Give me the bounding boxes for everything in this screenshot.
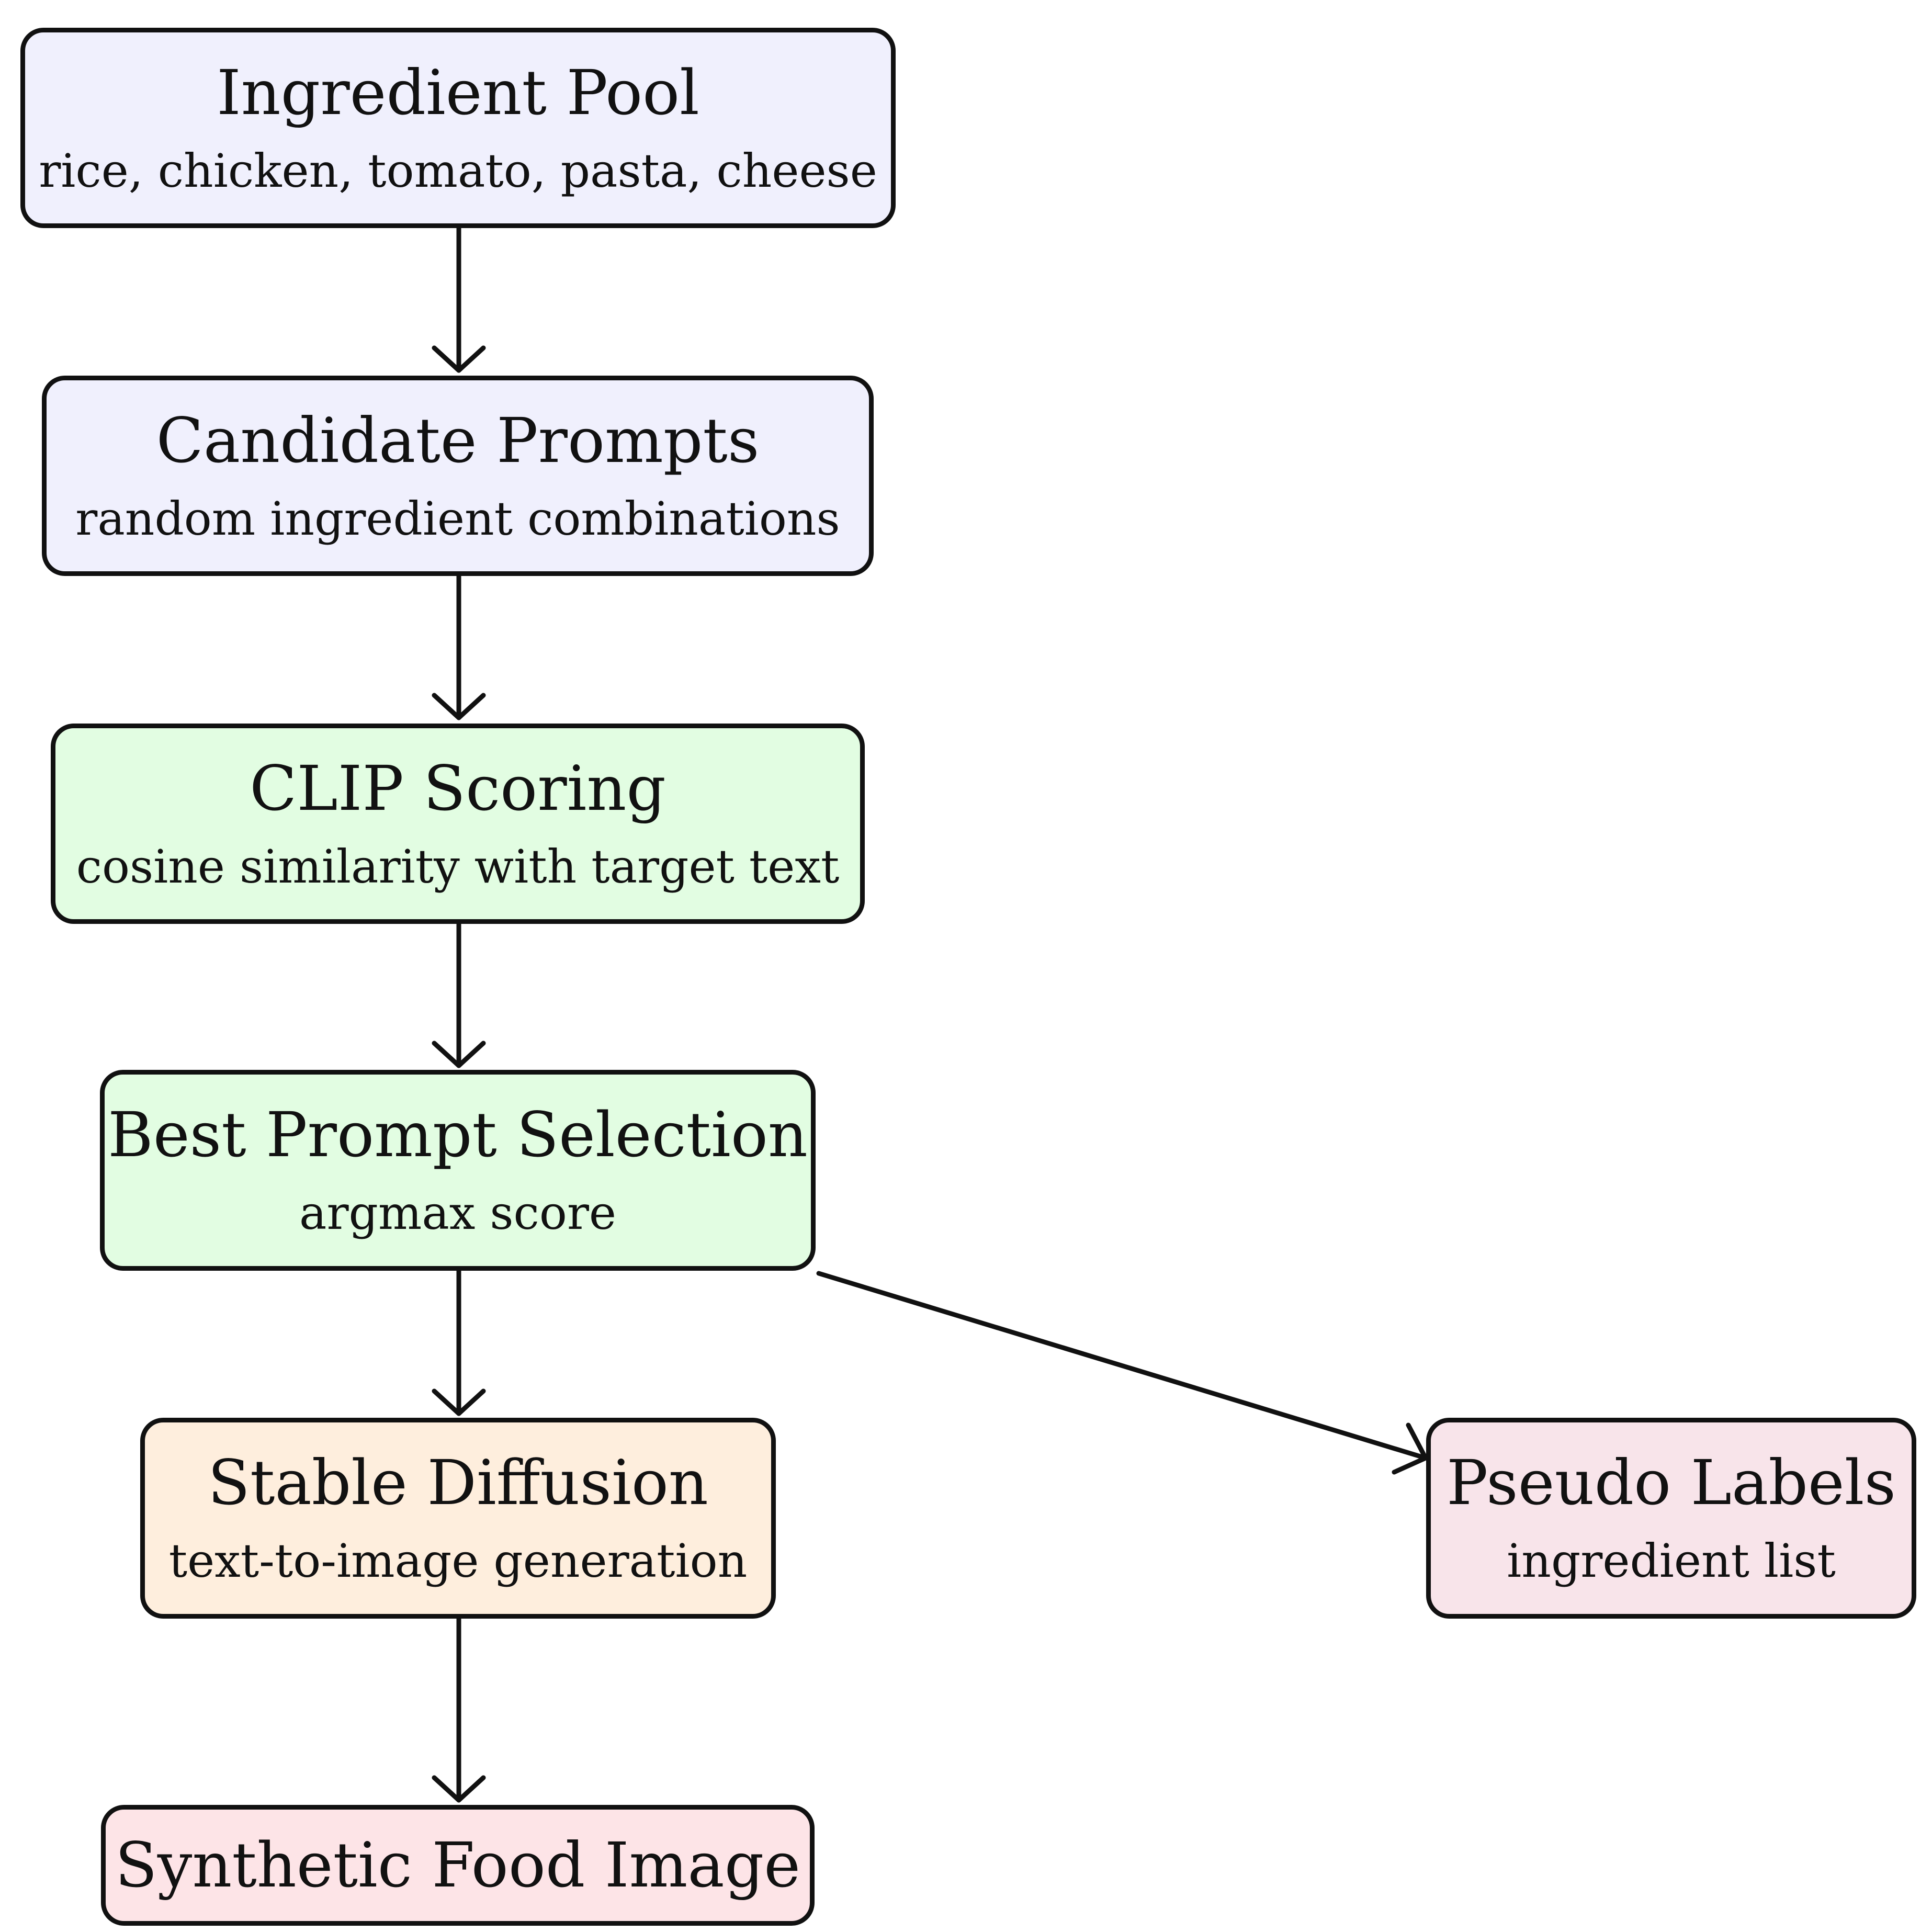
- edge-stable-diffusion-to-synthetic-image: [432, 1615, 486, 1803]
- edge-candidate-prompts-to-clip-scoring: [432, 573, 486, 720]
- node-subtitle: ingredient list: [1507, 1534, 1836, 1588]
- node-clip-scoring: CLIP Scoring cosine similarity with targ…: [51, 724, 865, 924]
- node-best-prompt-selection: Best Prompt Selection argmax score: [100, 1070, 816, 1271]
- edge-clip-scoring-to-best-prompt: [432, 921, 486, 1068]
- node-synthetic-food-image: Synthetic Food Image: [101, 1805, 815, 1926]
- node-title: Ingredient Pool: [217, 56, 699, 129]
- node-title: CLIP Scoring: [250, 752, 666, 824]
- node-title: Pseudo Labels: [1446, 1447, 1896, 1519]
- edge-best-prompt-to-stable-diffusion: [432, 1268, 486, 1416]
- node-subtitle: argmax score: [299, 1186, 616, 1240]
- node-candidate-prompts: Candidate Prompts random ingredient comb…: [42, 376, 874, 576]
- node-subtitle: text-to-image generation: [168, 1534, 748, 1588]
- node-title: Best Prompt Selection: [108, 1099, 808, 1171]
- node-pseudo-labels: Pseudo Labels ingredient list: [1426, 1418, 1916, 1619]
- node-title: Synthetic Food Image: [115, 1828, 801, 1901]
- node-ingredient-pool: Ingredient Pool rice, chicken, tomato, p…: [20, 28, 896, 228]
- node-title: Candidate Prompts: [156, 404, 760, 477]
- edge-ingredient-pool-to-candidate-prompts: [432, 225, 486, 373]
- edge-best-prompt-to-pseudo-labels: [816, 1271, 1428, 1475]
- node-subtitle: rice, chicken, tomato, pasta, cheese: [39, 143, 877, 198]
- node-stable-diffusion: Stable Diffusion text-to-image generatio…: [140, 1418, 776, 1619]
- node-subtitle: cosine similarity with target text: [76, 839, 840, 894]
- node-title: Stable Diffusion: [208, 1447, 708, 1519]
- node-subtitle: random ingredient combinations: [75, 491, 840, 546]
